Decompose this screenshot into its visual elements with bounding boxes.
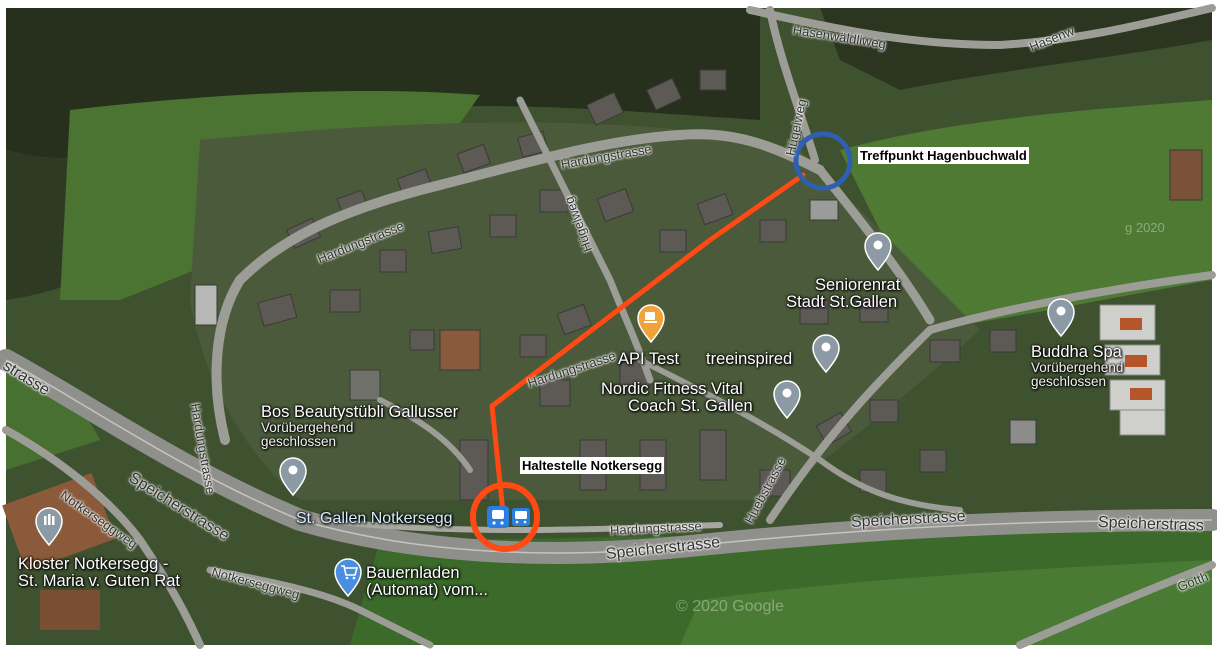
road-label-speicher-4: Speicherstrass (1097, 514, 1205, 535)
meeting-point-label: Treffpunkt Hagenbuchwald (858, 147, 1029, 164)
buddha-spa-pin-icon (1047, 298, 1075, 338)
nordic-fitness-label: Nordic Fitness Vital Coach St. Gallen (601, 380, 753, 416)
kloster-line2: St. Maria v. Guten Rat (18, 572, 181, 591)
train-icon (487, 506, 509, 528)
kloster-line1: Kloster Notkersegg - (18, 555, 169, 573)
bos-beauty-status1: Vorübergehend (261, 420, 354, 436)
api-test-label: API Test (618, 350, 680, 368)
treeinspired-label: treeinspired (706, 350, 793, 368)
kloster-label: Kloster Notkersegg - St. Maria v. Guten … (18, 555, 181, 591)
stop-name-label: St. Gallen Notkersegg (296, 510, 453, 527)
bus-icon (512, 508, 530, 526)
google-watermark: © 2020 Google (676, 598, 784, 615)
buddha-spa-status2: geschlossen (1031, 374, 1107, 390)
bus-stop-ring (470, 482, 540, 552)
bos-beauty-status2: geschlossen (261, 434, 337, 450)
bos-beauty-label: Bos Beautystübli Gallusser Vorübergehend… (261, 403, 459, 450)
buddha-spa-status1: Vorübergehend (1031, 360, 1124, 376)
route-line (489, 172, 806, 515)
bauernladen-label: Bauernladen (Automat) vom... (366, 564, 488, 600)
bos-beauty-pin-icon (279, 457, 307, 497)
bauernladen-line2: (Automat) vom... (366, 581, 488, 600)
nordic-fitness-line2: Coach St. Gallen (628, 397, 753, 416)
bauernladen-line1: Bauernladen (366, 564, 460, 582)
meeting-point-ring (793, 131, 853, 191)
treeinspired-pin-icon (812, 334, 840, 374)
google-watermark-2: g 2020 (1125, 220, 1165, 235)
nordic-fitness-pin-icon (773, 380, 801, 420)
api-test-cafe-pin-icon (637, 304, 665, 344)
seniorenrat-line2: Stadt St.Gallen (786, 293, 898, 312)
buddha-spa-name: Buddha Spa (1031, 343, 1122, 361)
nordic-fitness-line1: Nordic Fitness Vital (601, 380, 743, 398)
buddha-spa-label: Buddha Spa Vorübergehend geschlossen (1031, 343, 1124, 390)
bauernladen-shop-pin-icon (334, 558, 362, 598)
seniorenrat-label: Seniorenrat Stadt St.Gallen (786, 276, 901, 312)
bos-beauty-name: Bos Beautystübli Gallusser (261, 403, 459, 421)
kloster-pin-icon (35, 507, 63, 547)
seniorenrat-line1: Seniorenrat (815, 276, 901, 294)
seniorenrat-pin-icon (864, 232, 892, 272)
bus-stop-label: Haltestelle Notkersegg (520, 457, 665, 474)
